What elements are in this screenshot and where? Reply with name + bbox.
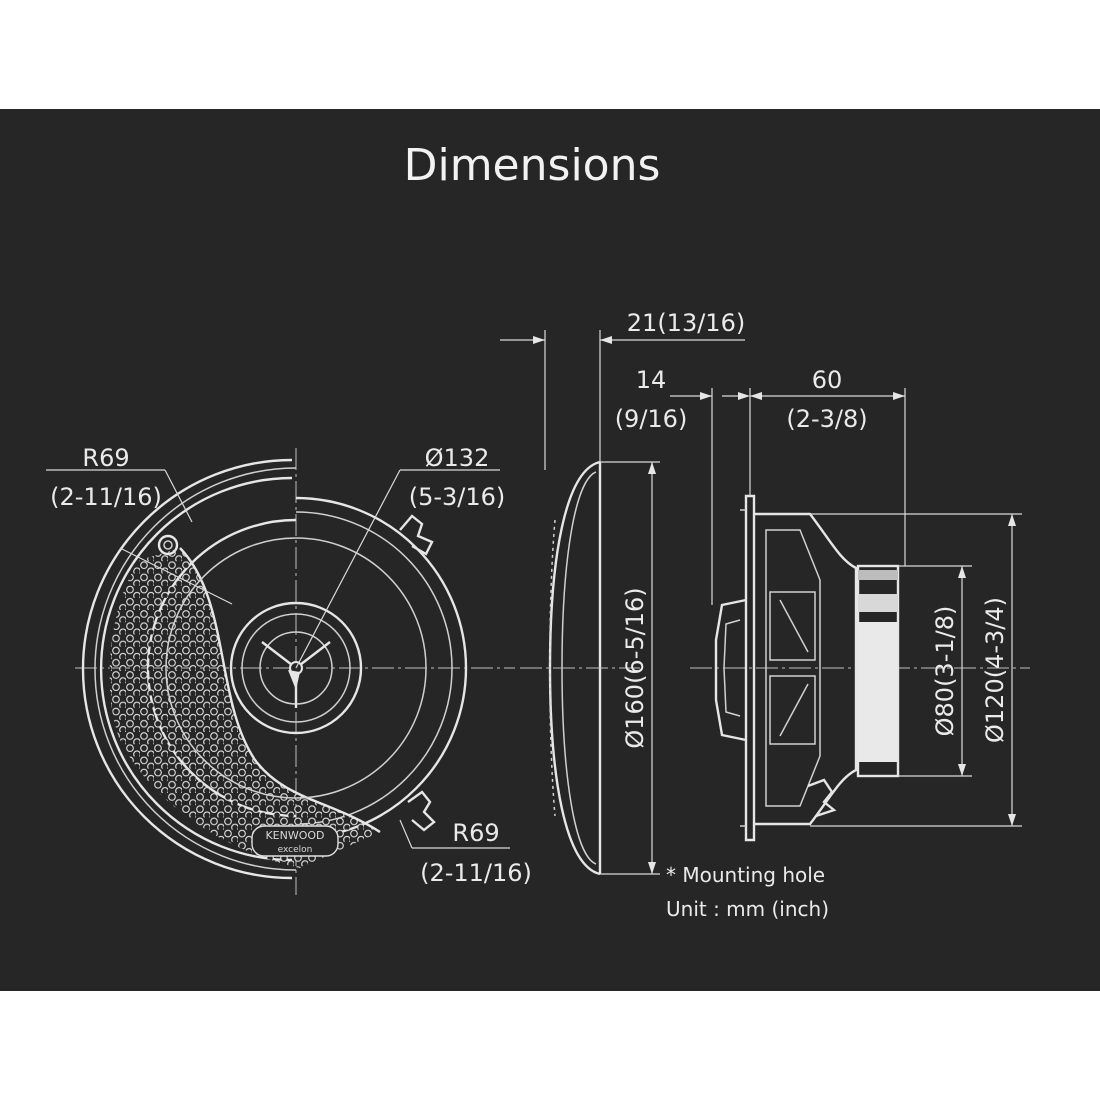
logo-series-text: excelon [278, 845, 313, 855]
magnet-body [858, 622, 898, 762]
depth14-mm-label: 14 [636, 366, 667, 394]
r69-top-leader-diag [164, 469, 193, 523]
grille-edge [179, 547, 381, 834]
dia120-label: Ø120(4-3/4) [981, 597, 1009, 743]
depth21-label: 21(13/16) [627, 309, 745, 337]
depth14-arrowhead-left [700, 392, 712, 400]
dia132-arrowhead [288, 670, 300, 690]
speaker-grille [109, 548, 380, 868]
outer-ring-inner-arc [99, 476, 293, 862]
terminal [807, 778, 837, 818]
basket-ribs [769, 591, 816, 745]
logo-brand-text: KENWOOD [265, 829, 324, 842]
flange-lip [740, 509, 746, 827]
magnet-band-2 [858, 594, 898, 612]
r69-bottom-mm-label: R69 [452, 819, 499, 847]
r69-bottom-leader [399, 819, 413, 849]
depth21-arrowhead-left [533, 336, 545, 344]
unit-note: Unit : mm (inch) [666, 897, 829, 921]
dia80-label: Ø80(3-1/8) [931, 606, 959, 737]
depth60-arrowhead-right [893, 392, 905, 400]
mounting-screw-core [163, 540, 173, 550]
cone-outline [165, 537, 427, 799]
r69-top-mm-label: R69 [82, 444, 129, 472]
tweeter-surround [229, 601, 363, 735]
mounting-screw-icon [157, 534, 179, 556]
depth60-arrowhead-left [750, 392, 762, 400]
dia160-label: Ø160(6-5/16) [621, 587, 649, 748]
basket-window [765, 529, 821, 807]
depth14-in-label: (9/16) [615, 405, 688, 433]
brand-logo [251, 825, 339, 857]
dia120-arrowhead-bottom [1008, 814, 1016, 826]
mounting-hole-note: * Mounting hole [666, 863, 825, 887]
depth14-arrowhead-right [738, 392, 750, 400]
dia132-in-label: (5-3/16) [409, 483, 506, 511]
depth-21-dimension: 21(13/16) [500, 309, 745, 470]
dia160-arrowhead-top [648, 462, 656, 474]
r69-top-in-label: (2-11/16) [50, 483, 162, 511]
basket-outline [754, 512, 858, 826]
dia120-arrowhead-top [1008, 514, 1016, 526]
bottom-mount-tab [407, 790, 436, 832]
dia132-mm-label: Ø132 [425, 444, 490, 472]
depth21-arrowhead-right [600, 336, 612, 344]
magnet-band-1 [858, 570, 898, 580]
tweeter-protrusion-inner [723, 619, 741, 717]
magnet-basket-diameters: Ø80(3-1/8) Ø120(4-3/4) [810, 513, 1022, 827]
depth-14-60-dimensions: 14 (9/16) 60 (2-3/8) [615, 366, 906, 605]
r69-top-radius-line [119, 547, 233, 605]
tweeter-protrusion [714, 598, 747, 742]
depth60-mm-label: 60 [812, 366, 843, 394]
speaker-side-view [690, 494, 1030, 842]
front-flange [744, 494, 756, 842]
front-view: KENWOOD excelon [46, 448, 515, 895]
dia160-dimension: Ø160(6-5/16) [600, 461, 660, 875]
dia80-arrowhead-top [958, 566, 966, 578]
page-title: Dimensions [404, 140, 661, 191]
grille-mesh-profile [549, 519, 556, 817]
dia132-leader-diag [295, 469, 401, 669]
outer-ring-mid-arc [94, 467, 297, 871]
grille-side-view [520, 460, 640, 876]
tweeter-ring [241, 613, 351, 723]
outer-ring-arc [81, 458, 293, 880]
basket-struts [779, 599, 809, 737]
dia80-arrowhead-bottom [958, 764, 966, 776]
top-mount-tab [399, 514, 434, 556]
r69-bottom-in-label: (2-11/16) [420, 859, 532, 887]
depth60-in-label: (2-3/8) [786, 405, 867, 433]
dia160-arrowhead-bottom [648, 862, 656, 874]
